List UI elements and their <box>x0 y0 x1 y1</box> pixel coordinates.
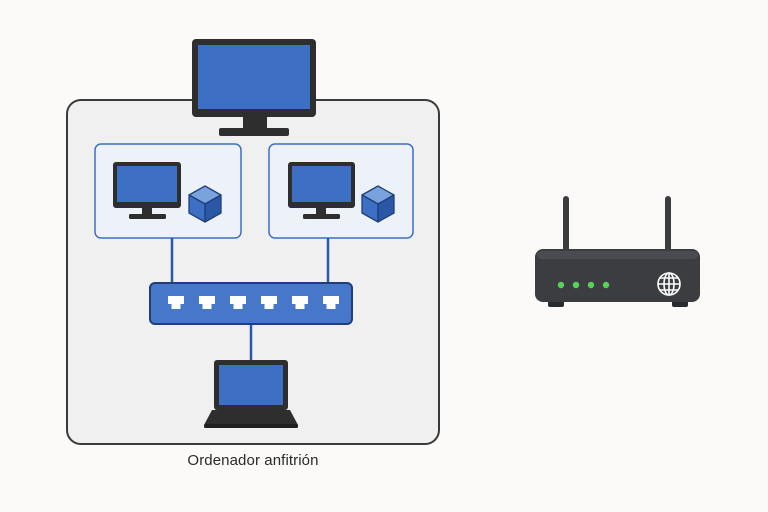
vm-monitor-icon <box>113 162 181 219</box>
status-led <box>602 281 610 289</box>
host-monitor-icon <box>192 39 316 136</box>
status-led <box>587 281 595 289</box>
host-computer-label: Ordenador anfitrión <box>187 452 319 469</box>
status-led <box>557 281 565 289</box>
virtual-machine-1 <box>94 143 242 239</box>
switch-port <box>261 296 277 309</box>
router-icon <box>535 196 700 307</box>
cube-icon <box>188 185 222 223</box>
virtual-machine-2 <box>268 143 414 239</box>
switch-port <box>292 296 308 309</box>
switch-ports <box>168 296 339 309</box>
switch-port <box>323 296 339 309</box>
status-led <box>572 281 580 289</box>
switch-port <box>230 296 246 309</box>
vm-monitor-icon <box>288 162 355 219</box>
network-switch-icon <box>149 282 353 325</box>
switch-port <box>168 296 184 309</box>
laptop-icon <box>204 360 298 428</box>
switch-port <box>199 296 215 309</box>
globe-icon <box>657 272 681 296</box>
router-status-leds <box>557 281 610 289</box>
cube-icon <box>361 185 395 223</box>
